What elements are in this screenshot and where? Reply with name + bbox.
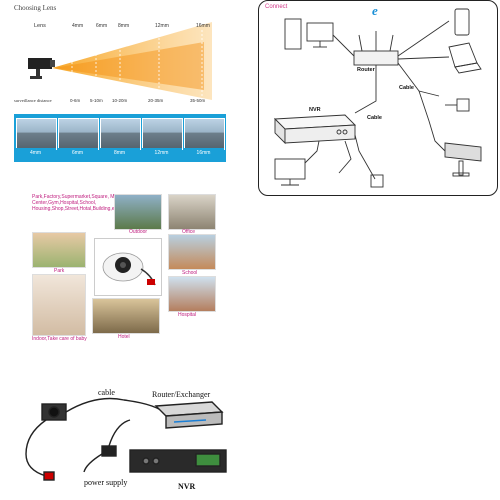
indoor-baby-photo [32, 274, 86, 336]
router-icon [154, 401, 224, 429]
lens-value-16mm: 16mm [196, 23, 210, 29]
school-photo [168, 234, 216, 270]
thumb-label: 12mm [141, 148, 182, 158]
thumb-label: 6mm [57, 148, 98, 158]
connection-diagram-panel: Connect [258, 0, 498, 196]
outdoor-caption: Outdoor [129, 229, 148, 235]
lens-value-6mm: 6mm [96, 23, 108, 29]
computer-icon [284, 18, 334, 50]
distance-value: 5-10m [90, 98, 103, 103]
camera-icon [25, 403, 67, 481]
lens-value-4mm: 4mm [72, 23, 84, 29]
wall-socket-icon [370, 174, 384, 188]
cable-label: cable [98, 388, 115, 397]
power-supply-icon [83, 419, 131, 473]
hospital-photo [168, 276, 216, 312]
camera-icon [28, 58, 55, 79]
school-caption: School [182, 270, 198, 276]
lens-sample-thumb [58, 118, 99, 150]
nvr-icon [273, 114, 357, 145]
cable-label-top: Cable [399, 85, 414, 91]
laptop-icon [448, 42, 482, 74]
lens-sample-thumb [100, 118, 141, 150]
outdoor-photo [114, 194, 162, 230]
park-photo [32, 232, 86, 268]
lens-value-12mm: 12mm [155, 23, 169, 29]
lens-panel-title: Choosing Lens [14, 4, 57, 12]
thumb-label: 4mm [15, 148, 56, 158]
lens-selection-panel: Choosing Lens Lens 4mm 6mm 8mm 12mm 16mm [14, 4, 226, 164]
lens-value-8mm: 8mm [118, 23, 130, 29]
distance-row-label: surveillance distance [14, 98, 52, 103]
lens-sample-thumb [184, 118, 225, 150]
distance-value: 0-6m [70, 98, 81, 103]
monitor-icon [274, 158, 306, 186]
phone-icon [454, 8, 470, 36]
lens-sample-thumb [142, 118, 183, 150]
router-exchanger-label: Router/Exchanger [152, 390, 211, 399]
dome-camera-frame [94, 238, 162, 296]
thumb-label: 8mm [99, 148, 140, 158]
connect-title: Connect [265, 4, 288, 10]
lens-beam-graphic [28, 22, 212, 100]
distance-value: 10-20m [112, 98, 128, 103]
installation-panel: cable Router/Exchanger power supply NVR [6, 384, 232, 496]
installation-diagram [25, 397, 227, 481]
cable-label-mid: Cable [367, 115, 382, 121]
connection-diagram: e [273, 3, 482, 188]
applications-panel: Park,Factory,Supermarket,Square, Meeting… [32, 194, 226, 350]
office-caption: Office [182, 229, 195, 235]
office-photo [168, 194, 216, 230]
indoor-caption: Indoor,Take care of baby [32, 336, 87, 342]
nvr-label: NVR [178, 482, 196, 491]
lens-sample-thumb [16, 118, 57, 150]
thumb-label: 16mm [183, 148, 224, 158]
distance-value: 35-50m [190, 98, 206, 103]
lens-row-label: Lens [34, 23, 46, 29]
power-supply-label: power supply [84, 478, 128, 487]
hotel-caption: Hotel [118, 334, 130, 340]
dome-camera-icon [102, 252, 156, 286]
internet-explorer-icon: e [372, 3, 378, 18]
hotel-photo [92, 298, 160, 334]
nvr-label: NVR [309, 107, 321, 113]
router-label: Router [357, 67, 375, 73]
park-caption: Park [54, 268, 65, 274]
wall-socket-icon [456, 98, 470, 112]
hospital-caption: Hospital [178, 312, 197, 318]
router-icon [353, 31, 399, 66]
distance-value: 20-35m [148, 98, 164, 103]
bullet-camera-icon [444, 142, 482, 177]
nvr-icon [129, 449, 227, 473]
applications-description: Park,Factory,Supermarket,Square, Meeting… [32, 194, 129, 212]
